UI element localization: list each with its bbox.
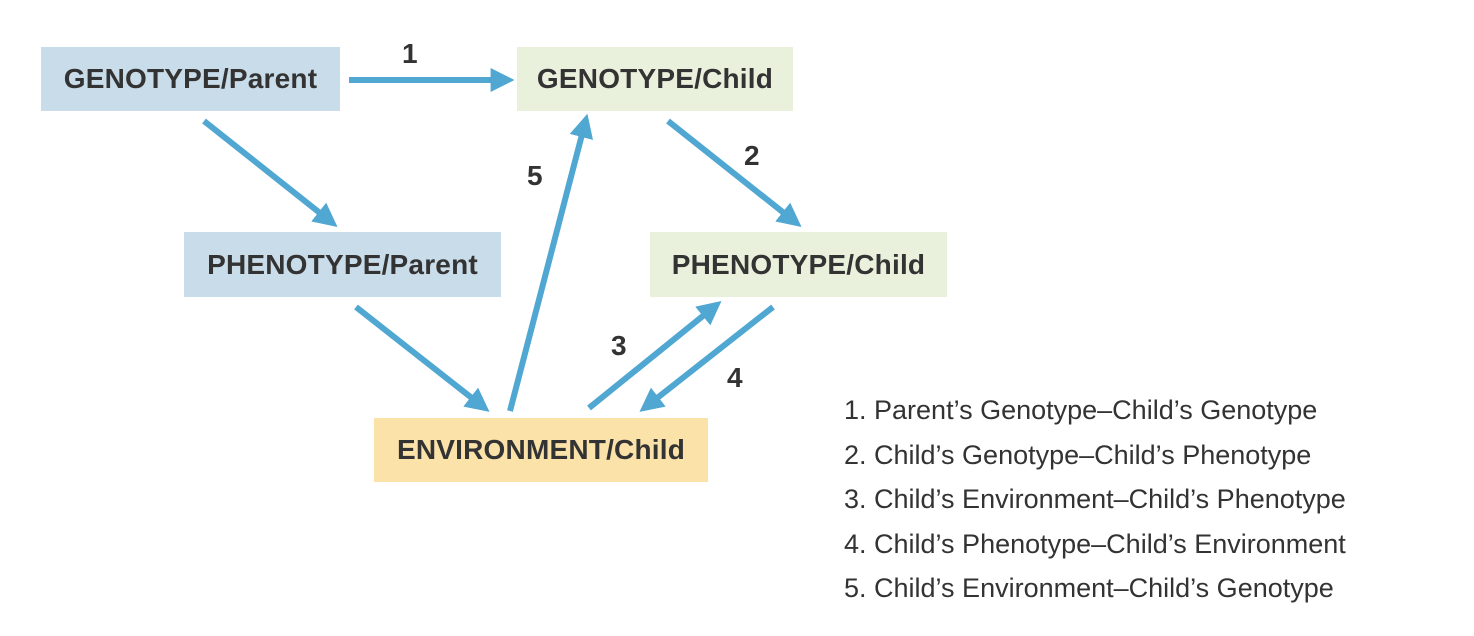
arrow-genotype-child-to-phenotype-child [666,118,802,227]
legend-item-2: 2. Child’s Genotype–Child’s Phenotype [844,439,1312,470]
arrow-environment-child-to-genotype-child [507,113,593,412]
arrow-phenotype-child-to-environment-child [639,304,775,412]
arrow-label-4: 4 [727,362,743,393]
arrow-genotype-parent-to-phenotype-parent [202,118,338,227]
node-phenotype-parent: PHENOTYPE/Parent [184,232,501,297]
arrow-phenotype-parent-to-environment-child [354,304,490,412]
arrow-label-2: 2 [744,140,760,171]
node-environment-child: ENVIRONMENT/Child [374,418,708,482]
arrow-environment-child-to-phenotype-child [587,300,722,411]
arrow-label-1: 1 [402,38,418,69]
legend-item-5: 5. Child’s Environment–Child’s Genotype [844,573,1334,603]
legend-item-3: 3. Child’s Environment–Child’s Phenotype [844,484,1346,514]
legend: 1. Parent’s Genotype–Child’s Genotype 2.… [844,388,1346,611]
arrow-label-5: 5 [527,160,543,191]
node-phenotype-child: PHENOTYPE/Child [650,232,947,297]
node-genotype-child: GENOTYPE/Child [517,47,793,111]
arrow-label-3: 3 [611,330,627,361]
legend-item-4: 4. Child’s Phenotype–Child’s Environment [844,528,1346,559]
legend-item-1: 1. Parent’s Genotype–Child’s Genotype [844,395,1318,425]
node-genotype-parent: GENOTYPE/Parent [41,47,340,111]
